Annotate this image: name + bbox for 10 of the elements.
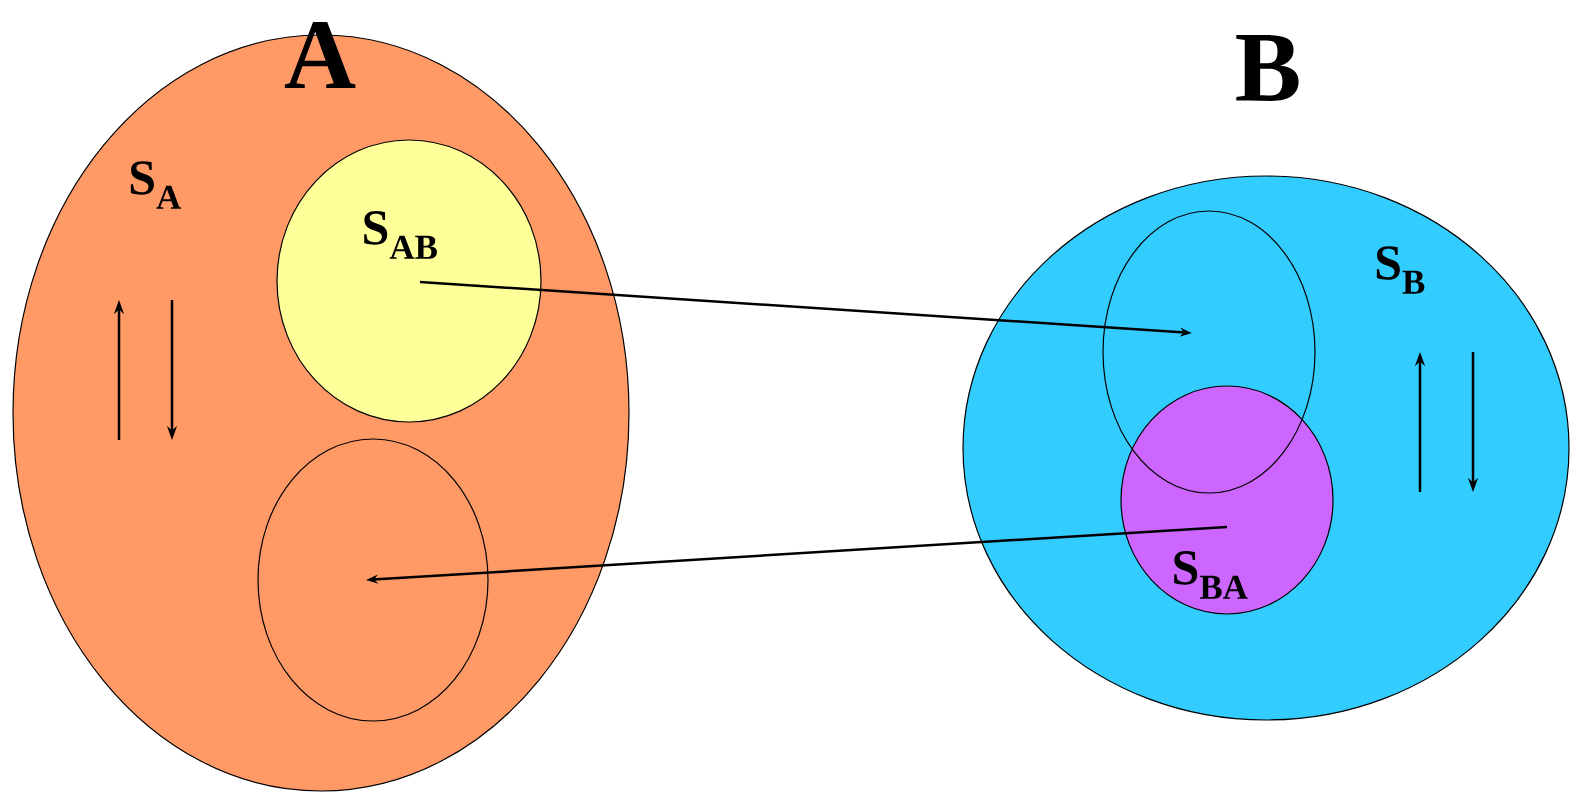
subset-ellipse	[257, 438, 489, 722]
subset-circle	[1120, 385, 1334, 615]
subset-ellipse	[1102, 210, 1316, 494]
set-label: S$_{AB}$	[364, 211, 437, 259]
set-label: S$_{A}$	[130, 161, 182, 209]
heading: A	[284, 22, 356, 88]
heading: B	[1236, 35, 1299, 101]
set-label: S$_{BA}$	[1174, 551, 1248, 599]
subset-circle	[276, 139, 542, 423]
set-label: S$_{B}$	[1376, 246, 1425, 294]
